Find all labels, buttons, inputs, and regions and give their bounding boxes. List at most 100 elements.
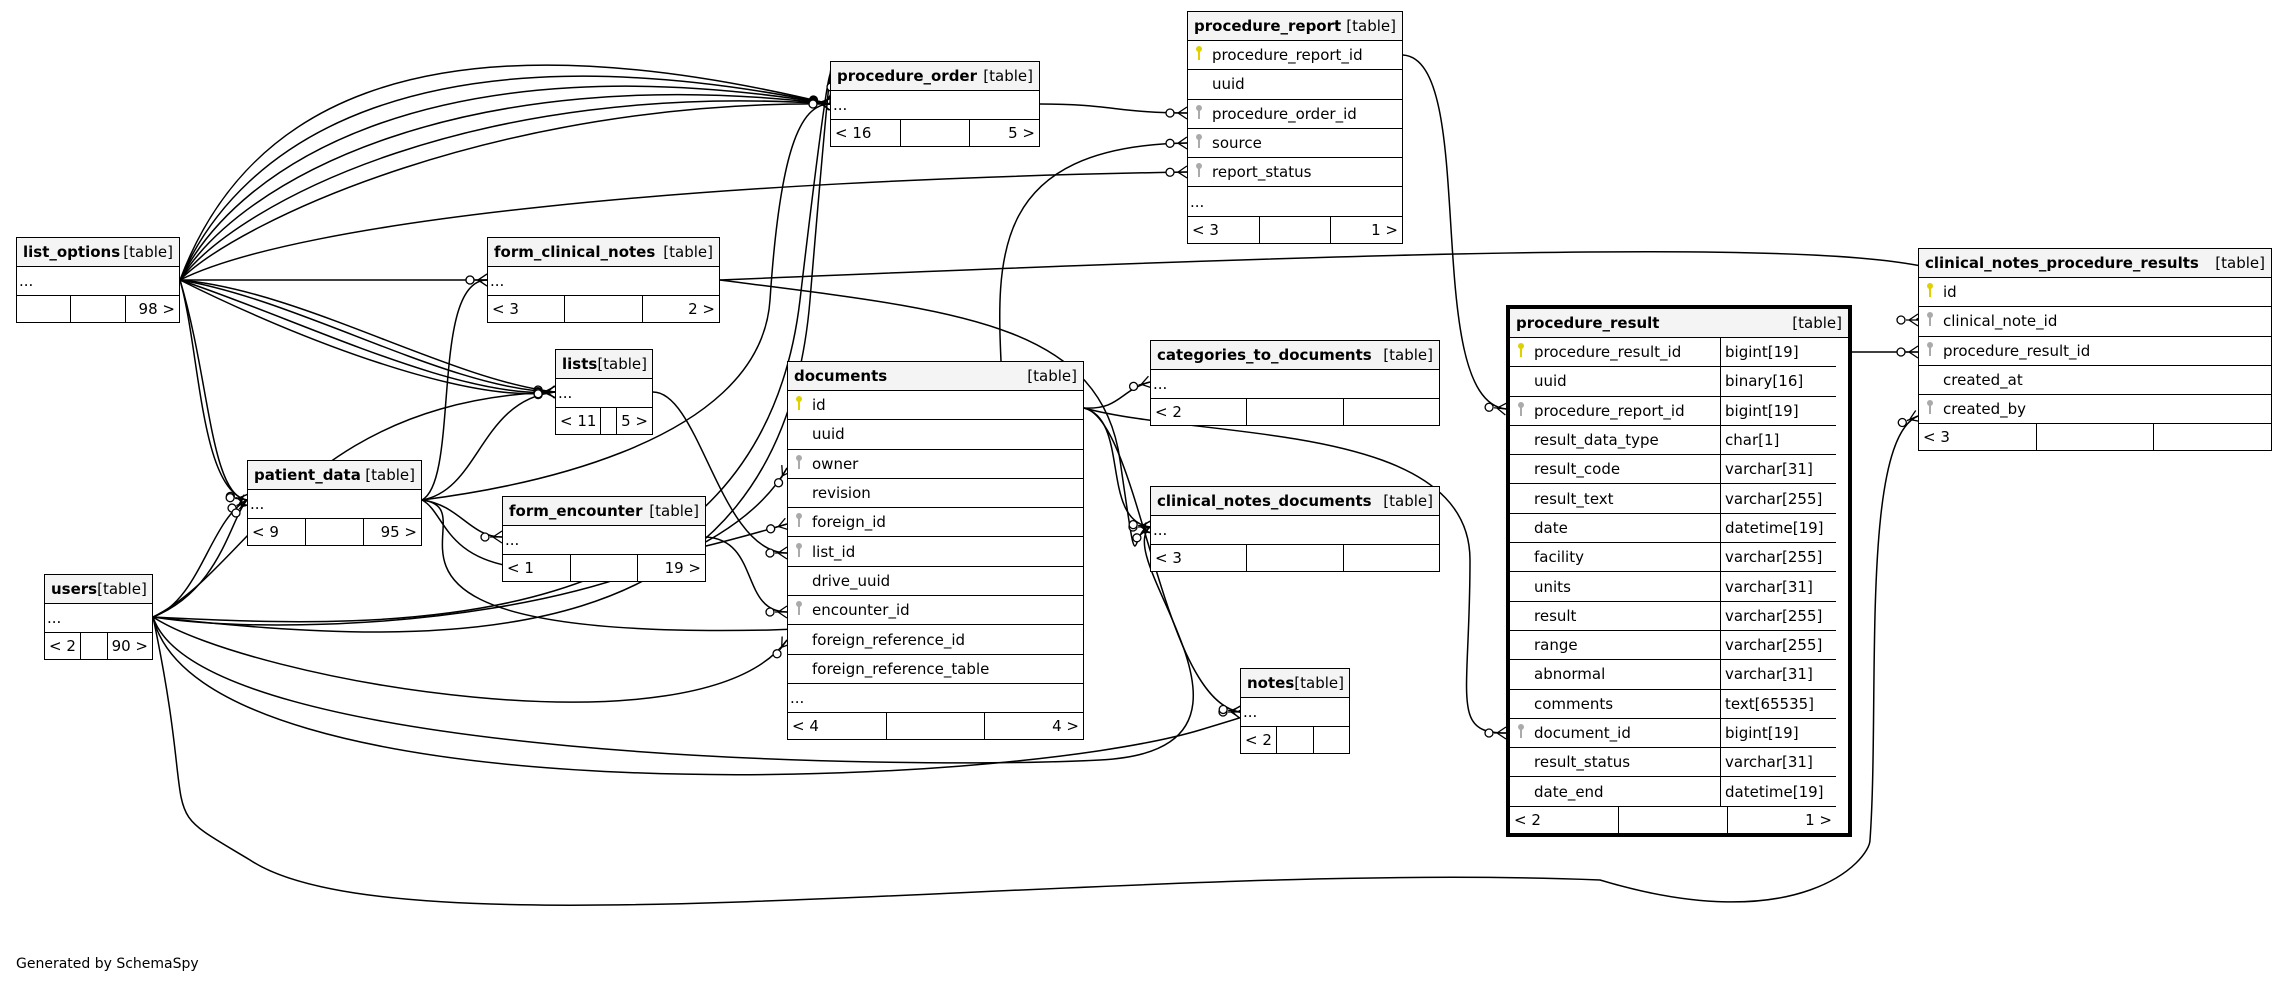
- children-count[interactable]: 19 >: [664, 559, 702, 578]
- table-categories-to-documents[interactable]: categories_to_documents[table]...< 2: [1150, 340, 1440, 427]
- parents-count[interactable]: [17, 296, 72, 323]
- table-name: clinical_notes_documents: [1157, 492, 1372, 510]
- column-name: ...: [505, 531, 520, 550]
- table-list-options[interactable]: list_options[table]...98 >: [16, 237, 180, 324]
- relationship-edge: [152, 65, 837, 633]
- children-count[interactable]: 1 >: [1371, 220, 1399, 239]
- table-footer: < 3: [1919, 424, 2271, 451]
- children-count[interactable]: 2 >: [688, 300, 715, 319]
- relationship-edge: [179, 279, 556, 399]
- parents-count[interactable]: < 2: [45, 633, 81, 660]
- children-count[interactable]: 1 >: [1805, 810, 1832, 829]
- column-row[interactable]: clinical_note_id: [1919, 307, 2271, 337]
- table-name: lists: [562, 355, 598, 373]
- children-count[interactable]: 4 >: [1052, 717, 1080, 736]
- column-row[interactable]: source: [1188, 129, 1402, 159]
- column-row[interactable]: id: [1919, 278, 2271, 308]
- column-row[interactable]: procedure_order_id: [1188, 100, 1402, 129]
- column-name: procedure_order_id: [1212, 104, 1357, 123]
- parents-count[interactable]: < 9: [248, 519, 306, 546]
- column-row[interactable]: created_by: [1919, 395, 2271, 425]
- parents-count[interactable]: < 1: [503, 555, 571, 582]
- parents-count[interactable]: < 16: [831, 120, 901, 147]
- table-footer: < 3 2 >: [488, 296, 719, 323]
- column-row[interactable]: foreign_id: [788, 508, 1083, 538]
- children-count[interactable]: 5 >: [1008, 124, 1036, 143]
- column-row[interactable]: encounter_id: [788, 596, 1083, 626]
- children-count[interactable]: [1344, 545, 1439, 571]
- table-header: form_encounter[table]: [503, 497, 705, 526]
- column-type: datetime[19]: [1720, 513, 1836, 543]
- children-count[interactable]: [1314, 727, 1349, 753]
- column-row[interactable]: list_id: [788, 537, 1083, 567]
- table-procedure-result[interactable]: procedure_result[table]procedure_result_…: [1506, 305, 1852, 837]
- column-row[interactable]: foreign_reference_table: [788, 655, 1083, 684]
- column-row[interactable]: procedure_report_id: [1188, 41, 1402, 71]
- parents-count[interactable]: < 2: [1151, 399, 1248, 426]
- column-row[interactable]: report_status: [1188, 158, 1402, 188]
- table-header: form_clinical_notes[table]: [488, 238, 719, 267]
- table-notes[interactable]: notes[table]...< 2: [1240, 668, 1350, 755]
- parents-count[interactable]: < 2: [1241, 727, 1278, 754]
- parents-count[interactable]: < 2: [1510, 806, 1619, 833]
- column-row[interactable]: procedure_result_id: [1919, 337, 2271, 366]
- column-row[interactable]: revision: [788, 479, 1083, 509]
- children-count[interactable]: 98 >: [138, 300, 175, 319]
- column-name: foreign_id: [812, 513, 886, 532]
- column-row[interactable]: uuid: [788, 420, 1083, 450]
- table-header: lists[table]: [556, 350, 652, 379]
- table-clinical-notes-procedure-results[interactable]: clinical_notes_procedure_results[table]i…: [1918, 248, 2272, 452]
- parents-count[interactable]: < 3: [1188, 216, 1260, 243]
- column-name: ...: [490, 272, 505, 291]
- column-row[interactable]: foreign_reference_id: [788, 625, 1083, 655]
- parents-count[interactable]: < 3: [1151, 545, 1248, 572]
- parents-count[interactable]: < 3: [1919, 424, 2037, 451]
- children-count[interactable]: 95 >: [380, 523, 417, 542]
- children-count[interactable]: 5 >: [621, 412, 648, 431]
- table-form-encounter[interactable]: form_encounter[table]... < 1 19 >: [502, 496, 706, 583]
- table-header: documents[table]: [788, 362, 1083, 391]
- column-row[interactable]: id: [788, 391, 1083, 421]
- children-count[interactable]: 90 >: [111, 637, 148, 656]
- column-row[interactable]: created_at: [1919, 366, 2271, 396]
- children-count[interactable]: [2154, 424, 2271, 450]
- column-row[interactable]: drive_uuid: [788, 567, 1083, 597]
- table-name: documents: [794, 367, 888, 385]
- parents-count[interactable]: < 4: [788, 713, 887, 740]
- table-name: form_clinical_notes: [494, 243, 656, 261]
- column-row[interactable]: owner: [788, 450, 1083, 479]
- column-type: varchar[31]: [1720, 572, 1836, 601]
- table-procedure-report[interactable]: procedure_report[table]procedure_report_…: [1187, 11, 1403, 244]
- relationship-edge: [179, 97, 831, 281]
- parents-count[interactable]: < 11: [556, 408, 602, 435]
- relationship-edge: [179, 165, 1188, 281]
- parents-count[interactable]: < 3: [488, 296, 566, 323]
- column-row[interactable]: uuid: [1188, 70, 1402, 100]
- table-clinical-notes-documents[interactable]: clinical_notes_documents[table]...< 3: [1150, 486, 1440, 573]
- column-name: uuid: [812, 425, 845, 444]
- table-form-clinical-notes[interactable]: form_clinical_notes[table]... < 3 2 >: [487, 237, 720, 324]
- children-count[interactable]: [1344, 399, 1439, 425]
- column-type: varchar[31]: [1720, 455, 1836, 484]
